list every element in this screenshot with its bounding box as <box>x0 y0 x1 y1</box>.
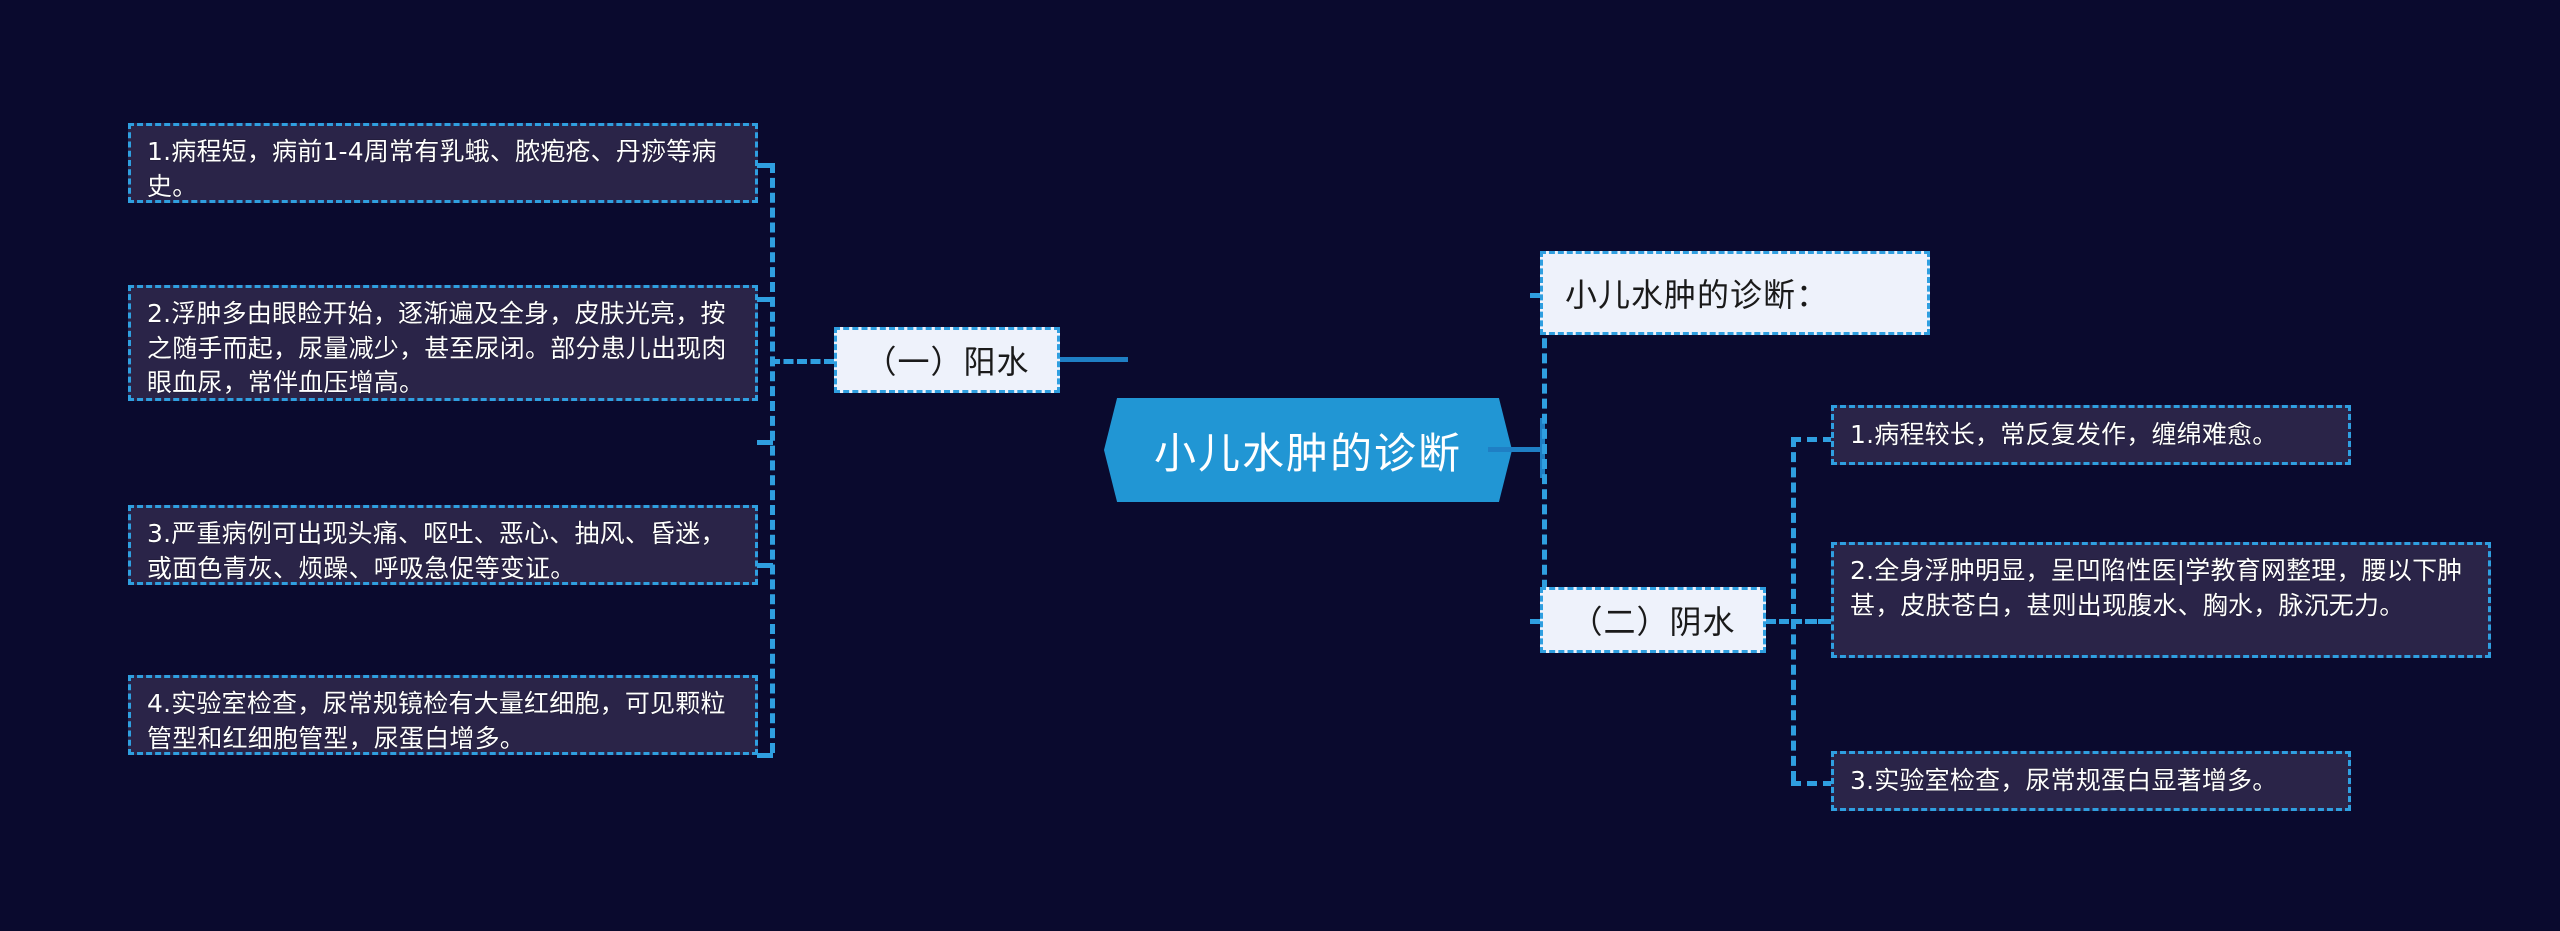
list-item: 2.浮肿多由眼睑开始，逐渐遍及全身，皮肤光亮，按之随手而起，尿量减少，甚至尿闭。… <box>128 285 758 401</box>
connector-stub <box>757 163 773 168</box>
connector-root-to-spine <box>1488 447 1542 452</box>
branch-node-yangshui[interactable]: （一）阳水 <box>834 327 1060 393</box>
connector-stub <box>1791 437 1833 442</box>
branch-connector-left-items <box>770 163 775 753</box>
section-heading-node[interactable]: 小儿水肿的诊断： <box>1540 251 1930 335</box>
root-node[interactable]: 小儿水肿的诊断 <box>1104 398 1512 502</box>
list-item: 1.病程短，病前1-4周常有乳蛾、脓疱疮、丹痧等病史。 <box>128 123 758 203</box>
connector-stub <box>1791 619 1833 624</box>
list-item: 2.全身浮肿明显，呈凹陷性医|学教育网整理，腰以下肿甚，皮肤苍白，甚则出现腹水、… <box>1831 542 2491 658</box>
list-item: 3.严重病例可出现头痛、呕吐、恶心、抽风、昏迷，或面色青灰、烦躁、呼吸急促等变证… <box>128 505 758 585</box>
connector-stub <box>757 753 773 758</box>
connector-stub <box>757 563 773 568</box>
list-item: 3.实验室检查，尿常规蛋白显著增多。 <box>1831 751 2351 811</box>
connector-stub <box>757 297 773 302</box>
connector-left-to-root <box>1060 357 1128 362</box>
branch-node-yinshui[interactable]: （二）阴水 <box>1540 587 1766 653</box>
connector-stub <box>1791 781 1833 786</box>
connector-stub <box>757 440 773 445</box>
list-item: 4.实验室检查，尿常规镜检有大量红细胞，可见颗粒管型和红细胞管型，尿蛋白增多。 <box>128 675 758 755</box>
branch-connector-right-main <box>1542 293 1547 620</box>
connector-branch-left <box>770 359 834 364</box>
branch-connector-right-items <box>1791 437 1796 781</box>
list-item: 1.病程较长，常反复发作，缠绵难愈。 <box>1831 405 2351 465</box>
